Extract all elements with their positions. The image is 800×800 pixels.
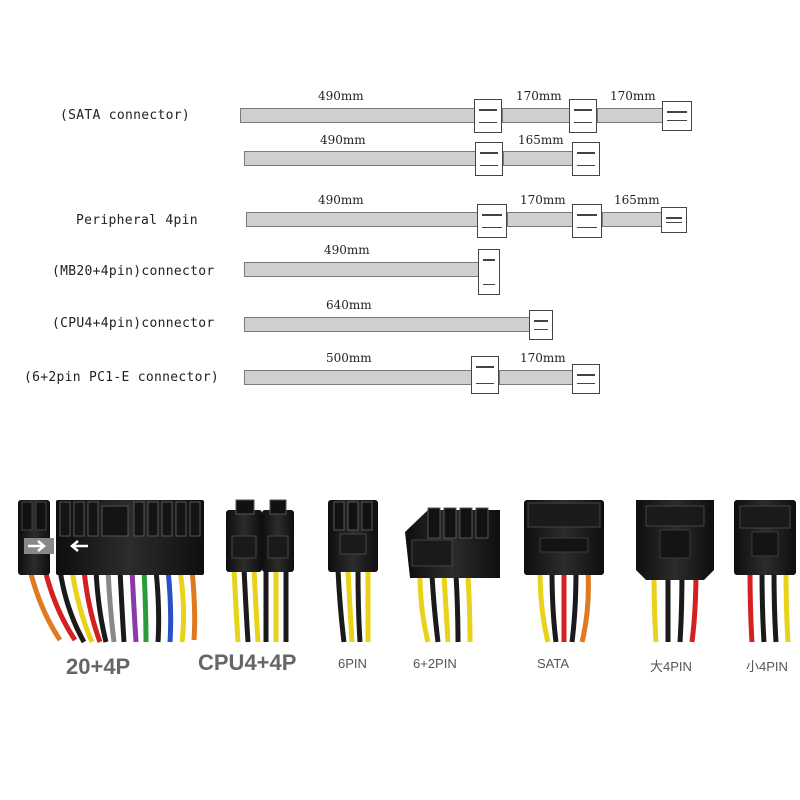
sata-connector-3 <box>662 101 692 131</box>
peripheral-connector-3 <box>661 207 687 233</box>
sata-cable-segment-2 <box>502 108 570 123</box>
pcie-cable-segment-2 <box>499 370 573 385</box>
connector-6-2pin-image <box>405 507 500 643</box>
peripheral-connector-2 <box>572 204 602 238</box>
cpu-connector <box>529 310 553 340</box>
sata-cable-segment-1 <box>240 108 475 123</box>
caption-big-4pin: 大4PIN <box>650 659 692 674</box>
connector-sata-image <box>524 500 604 643</box>
caption-small-4pin: 小4PIN <box>746 659 788 674</box>
sata-cable-segment-3 <box>597 108 663 123</box>
connector-cpu-4-4p-image <box>226 499 294 643</box>
sata2-cable-segment-1 <box>244 151 476 166</box>
length-label: 170mm <box>610 89 656 103</box>
caption-20-4p: 20+4P <box>66 654 131 679</box>
pcie-connector-1 <box>471 356 499 394</box>
cpu-cable <box>244 317 530 332</box>
length-label: 490mm <box>320 133 366 147</box>
sata-connector-label: (SATA connector) <box>60 108 191 123</box>
peripheral-connector-1 <box>477 204 507 238</box>
mb-cable <box>244 262 479 277</box>
connector-20-4p-image <box>18 500 204 644</box>
length-label: 165mm <box>518 133 564 147</box>
sata-connector-2 <box>569 99 597 133</box>
pcie-connector-2 <box>572 364 600 394</box>
peripheral-cable-segment-1 <box>246 212 478 227</box>
caption-6-2pin: 6+2PIN <box>413 656 457 671</box>
wires-20-4p <box>27 569 198 644</box>
length-label: 170mm <box>520 193 566 207</box>
connector-small-4pin-image <box>734 500 796 643</box>
length-label: 490mm <box>324 243 370 257</box>
pcie-connector-label: (6+2pin PC1-E connector) <box>24 370 220 385</box>
mb-connector-label: (MB20+4pin)connector <box>52 264 215 279</box>
length-label: 490mm <box>318 89 364 103</box>
sata2-connector-2 <box>572 142 600 176</box>
length-label: 490mm <box>318 193 364 207</box>
length-label: 170mm <box>516 89 562 103</box>
connector-big-4pin-image <box>636 500 714 643</box>
cpu-connector-label: (CPU4+4pin)connector <box>52 316 215 331</box>
peripheral-cable-segment-2 <box>507 212 573 227</box>
caption-cpu-4-4p: CPU4+4P <box>198 650 297 675</box>
pcie-cable-segment-1 <box>244 370 472 385</box>
sata2-cable-segment-2 <box>503 151 573 166</box>
peripheral-cable-segment-3 <box>602 212 662 227</box>
connector-6pin-image <box>328 500 378 643</box>
caption-6pin: 6PIN <box>338 656 367 671</box>
length-label: 165mm <box>614 193 660 207</box>
length-label: 170mm <box>520 351 566 365</box>
caption-sata: SATA <box>537 656 570 671</box>
connector-photos <box>18 499 796 644</box>
sata2-connector-1 <box>475 142 503 176</box>
sata-connector-1 <box>474 99 502 133</box>
mb-connector <box>478 249 500 295</box>
peripheral-connector-label: Peripheral 4pin <box>76 213 198 228</box>
length-label: 500mm <box>326 351 372 365</box>
length-label: 640mm <box>326 298 372 312</box>
